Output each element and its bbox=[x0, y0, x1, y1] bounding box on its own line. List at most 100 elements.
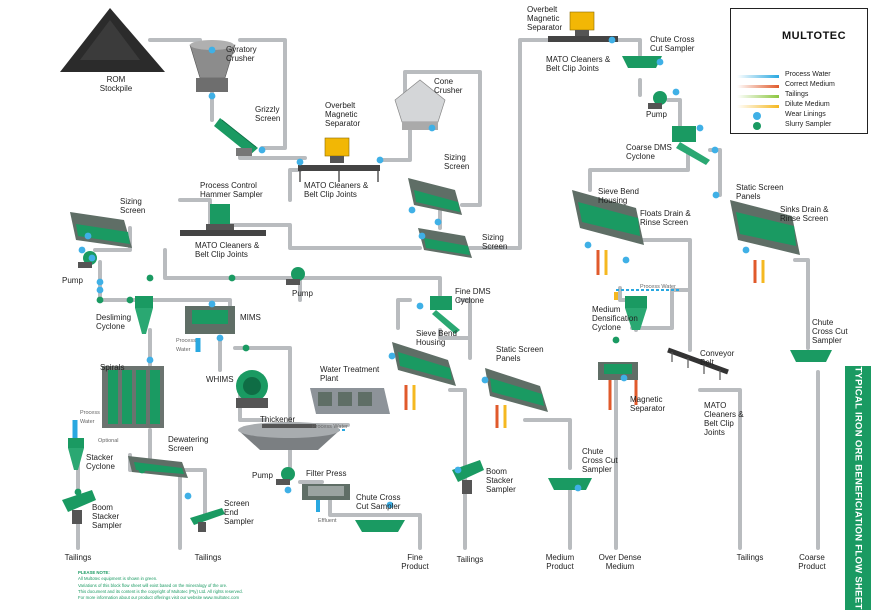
wear-lining-marker bbox=[622, 256, 630, 264]
label-line: Static Screen bbox=[496, 345, 544, 354]
pipe bbox=[468, 38, 570, 250]
label-line: Belt Clip Joints bbox=[195, 250, 248, 259]
chute-cross-cut-sampler bbox=[548, 478, 592, 490]
label-line: Magnetic bbox=[630, 395, 662, 404]
pipe bbox=[666, 98, 682, 130]
pipe bbox=[448, 388, 467, 550]
note-heading: PLEASE NOTE: bbox=[78, 570, 110, 575]
wear-lining-marker bbox=[84, 232, 92, 240]
pipe bbox=[178, 198, 422, 250]
label-line: Process Water bbox=[312, 424, 348, 430]
static-screen-panels bbox=[730, 200, 800, 255]
label-floats-drain-rinse-screen: Floats Drain &Rinse Screen bbox=[640, 209, 691, 227]
label-mato-cleaners: MATO Cleaners &Belt Clip Joints bbox=[546, 55, 611, 73]
wear-lining-marker bbox=[184, 492, 192, 500]
conveyor-belt bbox=[667, 347, 729, 380]
pipe bbox=[588, 148, 690, 192]
label-filter-press: Filter Press bbox=[306, 469, 346, 478]
pump-icon bbox=[648, 91, 667, 109]
sizing-screen bbox=[408, 178, 462, 215]
wear-lining-marker bbox=[96, 286, 104, 294]
legend-swatch bbox=[737, 105, 779, 108]
label-line: Medium bbox=[606, 562, 635, 571]
label-line: Coarse DMS bbox=[626, 143, 672, 152]
overbelt-magnetic-separator bbox=[548, 11, 618, 42]
markers bbox=[74, 36, 750, 509]
label-line: Cyclone bbox=[96, 322, 125, 331]
wear-lining-marker bbox=[454, 466, 462, 474]
wear-lining-marker bbox=[711, 146, 719, 154]
label-line: Tailings bbox=[195, 553, 222, 562]
thickener bbox=[238, 422, 340, 450]
label-line: Housing bbox=[416, 338, 445, 347]
label-line: Stacker bbox=[486, 476, 513, 485]
label-line: Crusher bbox=[434, 86, 463, 95]
label-line: Panels bbox=[496, 354, 520, 363]
label-line: Cyclone bbox=[592, 323, 621, 332]
label-line: Screen bbox=[444, 162, 469, 171]
wear-lining-marker bbox=[428, 124, 436, 132]
label-line: Desliming bbox=[96, 313, 131, 322]
wear-lining-marker bbox=[656, 58, 664, 66]
label-line: Cyclone bbox=[626, 152, 655, 161]
label-line: Pump bbox=[646, 110, 667, 119]
pipe bbox=[98, 260, 142, 302]
label-line: WHIMS bbox=[206, 375, 234, 384]
chute-cross-cut-sampler bbox=[790, 350, 832, 362]
label-line: Sieve Bend bbox=[598, 187, 639, 196]
label-line: Magnetic bbox=[325, 110, 357, 119]
label-line: MATO Cleaners & bbox=[546, 55, 611, 64]
wear-lining-marker bbox=[416, 302, 424, 310]
label-line: Gyratory bbox=[226, 45, 257, 54]
label-line: Over Dense bbox=[599, 553, 642, 562]
wear-lining-marker bbox=[434, 218, 442, 226]
wear-lining-marker bbox=[96, 278, 104, 286]
label-line: Spirals bbox=[100, 363, 124, 372]
label-line: Belt Clip Joints bbox=[304, 190, 357, 199]
wear-lining-marker bbox=[481, 376, 489, 384]
label-line: Sieve Bend bbox=[416, 329, 457, 338]
label-line: Chute bbox=[582, 447, 604, 456]
label-whims: WHIMS bbox=[206, 375, 234, 384]
sieve-bend-housing bbox=[392, 342, 456, 386]
label-line: Process bbox=[176, 338, 196, 344]
medium-densification-cyclone bbox=[625, 296, 647, 330]
pump-icon bbox=[286, 267, 305, 285]
wear-lining-marker bbox=[712, 191, 720, 199]
wear-lining-marker bbox=[742, 246, 750, 254]
label-line: Water bbox=[176, 347, 191, 353]
label-line: Tailings bbox=[65, 553, 92, 562]
label-line: Filter Press bbox=[306, 469, 346, 478]
gyratory-crusher bbox=[189, 40, 236, 92]
label-line: Cross Cut bbox=[812, 327, 848, 336]
label-line: Magnetic bbox=[527, 14, 559, 23]
label-line: Hammer Sampler bbox=[200, 190, 263, 199]
label-line: Cut Sampler bbox=[650, 44, 695, 53]
label-process-water: Process Water bbox=[312, 424, 348, 430]
label-pump: Pump bbox=[292, 289, 313, 298]
label-line: Separator bbox=[630, 404, 665, 413]
slurry-sampler-marker bbox=[126, 296, 134, 304]
label-line: Product bbox=[798, 562, 826, 571]
wear-lining-marker bbox=[608, 36, 616, 44]
pipe bbox=[238, 38, 287, 150]
label-line: Screen bbox=[120, 206, 145, 215]
label-line: Chute bbox=[812, 318, 834, 327]
whims-separator bbox=[236, 370, 268, 408]
label-process-water: Process Water bbox=[640, 284, 676, 290]
label-line: Medium bbox=[592, 305, 621, 314]
wear-lining-marker bbox=[408, 206, 416, 214]
pipe bbox=[523, 418, 572, 470]
